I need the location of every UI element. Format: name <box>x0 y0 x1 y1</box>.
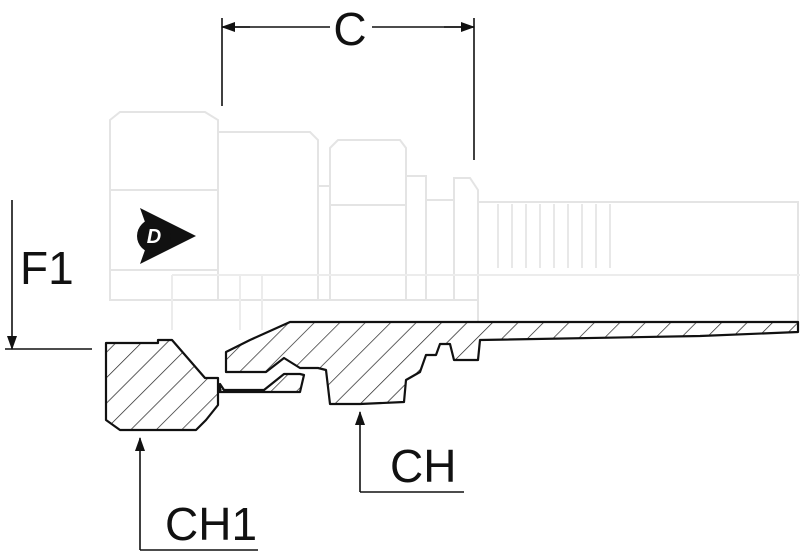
fitting-body <box>109 111 800 330</box>
dim-f1-label: F1 <box>20 242 74 294</box>
dim-ch1-label: CH1 <box>165 498 257 550</box>
svg-text:D: D <box>147 226 161 248</box>
dim-ch-label: CH <box>390 440 456 492</box>
dimension-lines <box>5 18 475 551</box>
dunlop-logo-icon: D <box>137 208 196 264</box>
dim-c-label: C <box>333 3 366 55</box>
fitting-cross-section <box>104 320 800 432</box>
